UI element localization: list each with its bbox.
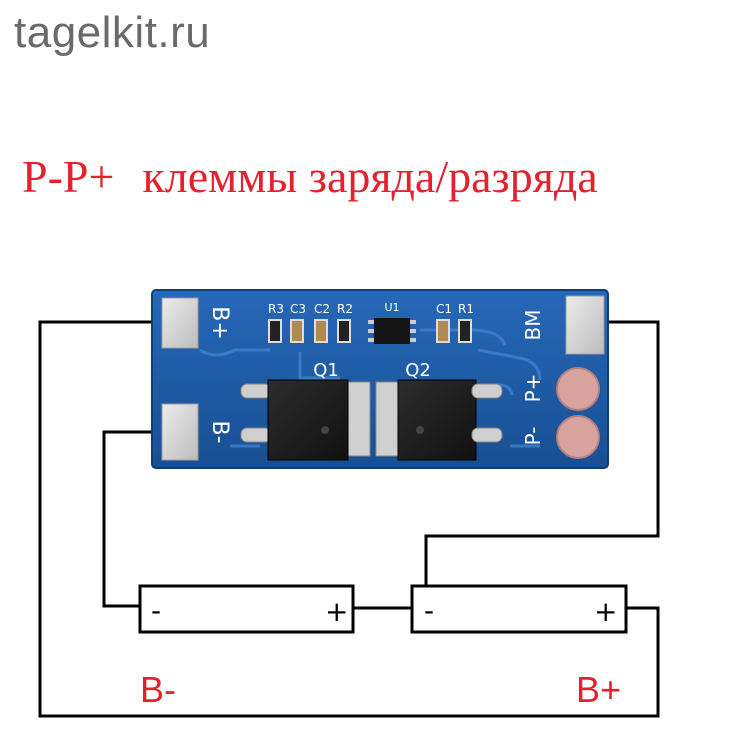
label-bm: BM [521, 310, 545, 341]
protection-board: B+ B- BM P+ P- R3 C3 C2 R2 U1 C1 R1 [151, 289, 609, 469]
pad-p-plus [556, 367, 600, 411]
label-q2: Q2 [405, 360, 431, 381]
mosfet-q2 [375, 379, 503, 461]
pad-bm [565, 295, 605, 355]
pad-b-minus [161, 403, 199, 461]
capacitor-c2 [314, 319, 328, 343]
battery-cell-left: - + [138, 584, 355, 634]
cell-left-plus: + [325, 595, 348, 628]
wire-b-plus-to-battery-plus [38, 320, 660, 718]
cell-left-minus: - [151, 594, 161, 627]
resistor-r1 [458, 319, 472, 343]
pad-p-minus [556, 415, 600, 459]
terminal-b-plus-label: B+ [576, 669, 621, 710]
label-p-plus: P+ [521, 374, 545, 403]
diagram-heading: P-P+ клеммы заряда/разряда [22, 150, 598, 203]
label-r2: R2 [337, 302, 353, 316]
wires [38, 320, 660, 718]
pad-b-plus [161, 297, 199, 349]
label-u1: U1 [384, 301, 399, 314]
smd-components [268, 318, 472, 344]
label-p-minus: P- [521, 427, 545, 446]
heading-description: клеммы заряда/разряда [142, 151, 598, 202]
chip-u1 [368, 318, 416, 344]
watermark: tagelkit.ru [14, 8, 211, 57]
resistor-r3 [268, 319, 282, 343]
wire-bm-to-midpoint [424, 320, 660, 586]
mosfet-q1 [240, 379, 371, 461]
wire-b-minus-to-left-cell-minus [102, 430, 165, 608]
label-r3: R3 [268, 302, 284, 316]
label-r1: R1 [458, 302, 474, 316]
cell-right-minus: - [424, 594, 434, 627]
resistor-r2 [337, 319, 351, 343]
cell-right-plus: + [594, 595, 617, 628]
label-c3: C3 [290, 302, 306, 316]
label-q1: Q1 [313, 360, 339, 381]
terminal-b-minus-label: B- [140, 669, 176, 710]
label-b-minus: B- [207, 420, 232, 443]
label-c2: C2 [314, 302, 330, 316]
label-b-plus: B+ [207, 306, 232, 340]
label-c1: C1 [436, 302, 452, 316]
capacitor-c3 [290, 319, 304, 343]
capacitor-c1 [436, 319, 450, 343]
battery-cell-right: - + [410, 584, 628, 634]
heading-terminals: P-P+ [22, 151, 115, 202]
